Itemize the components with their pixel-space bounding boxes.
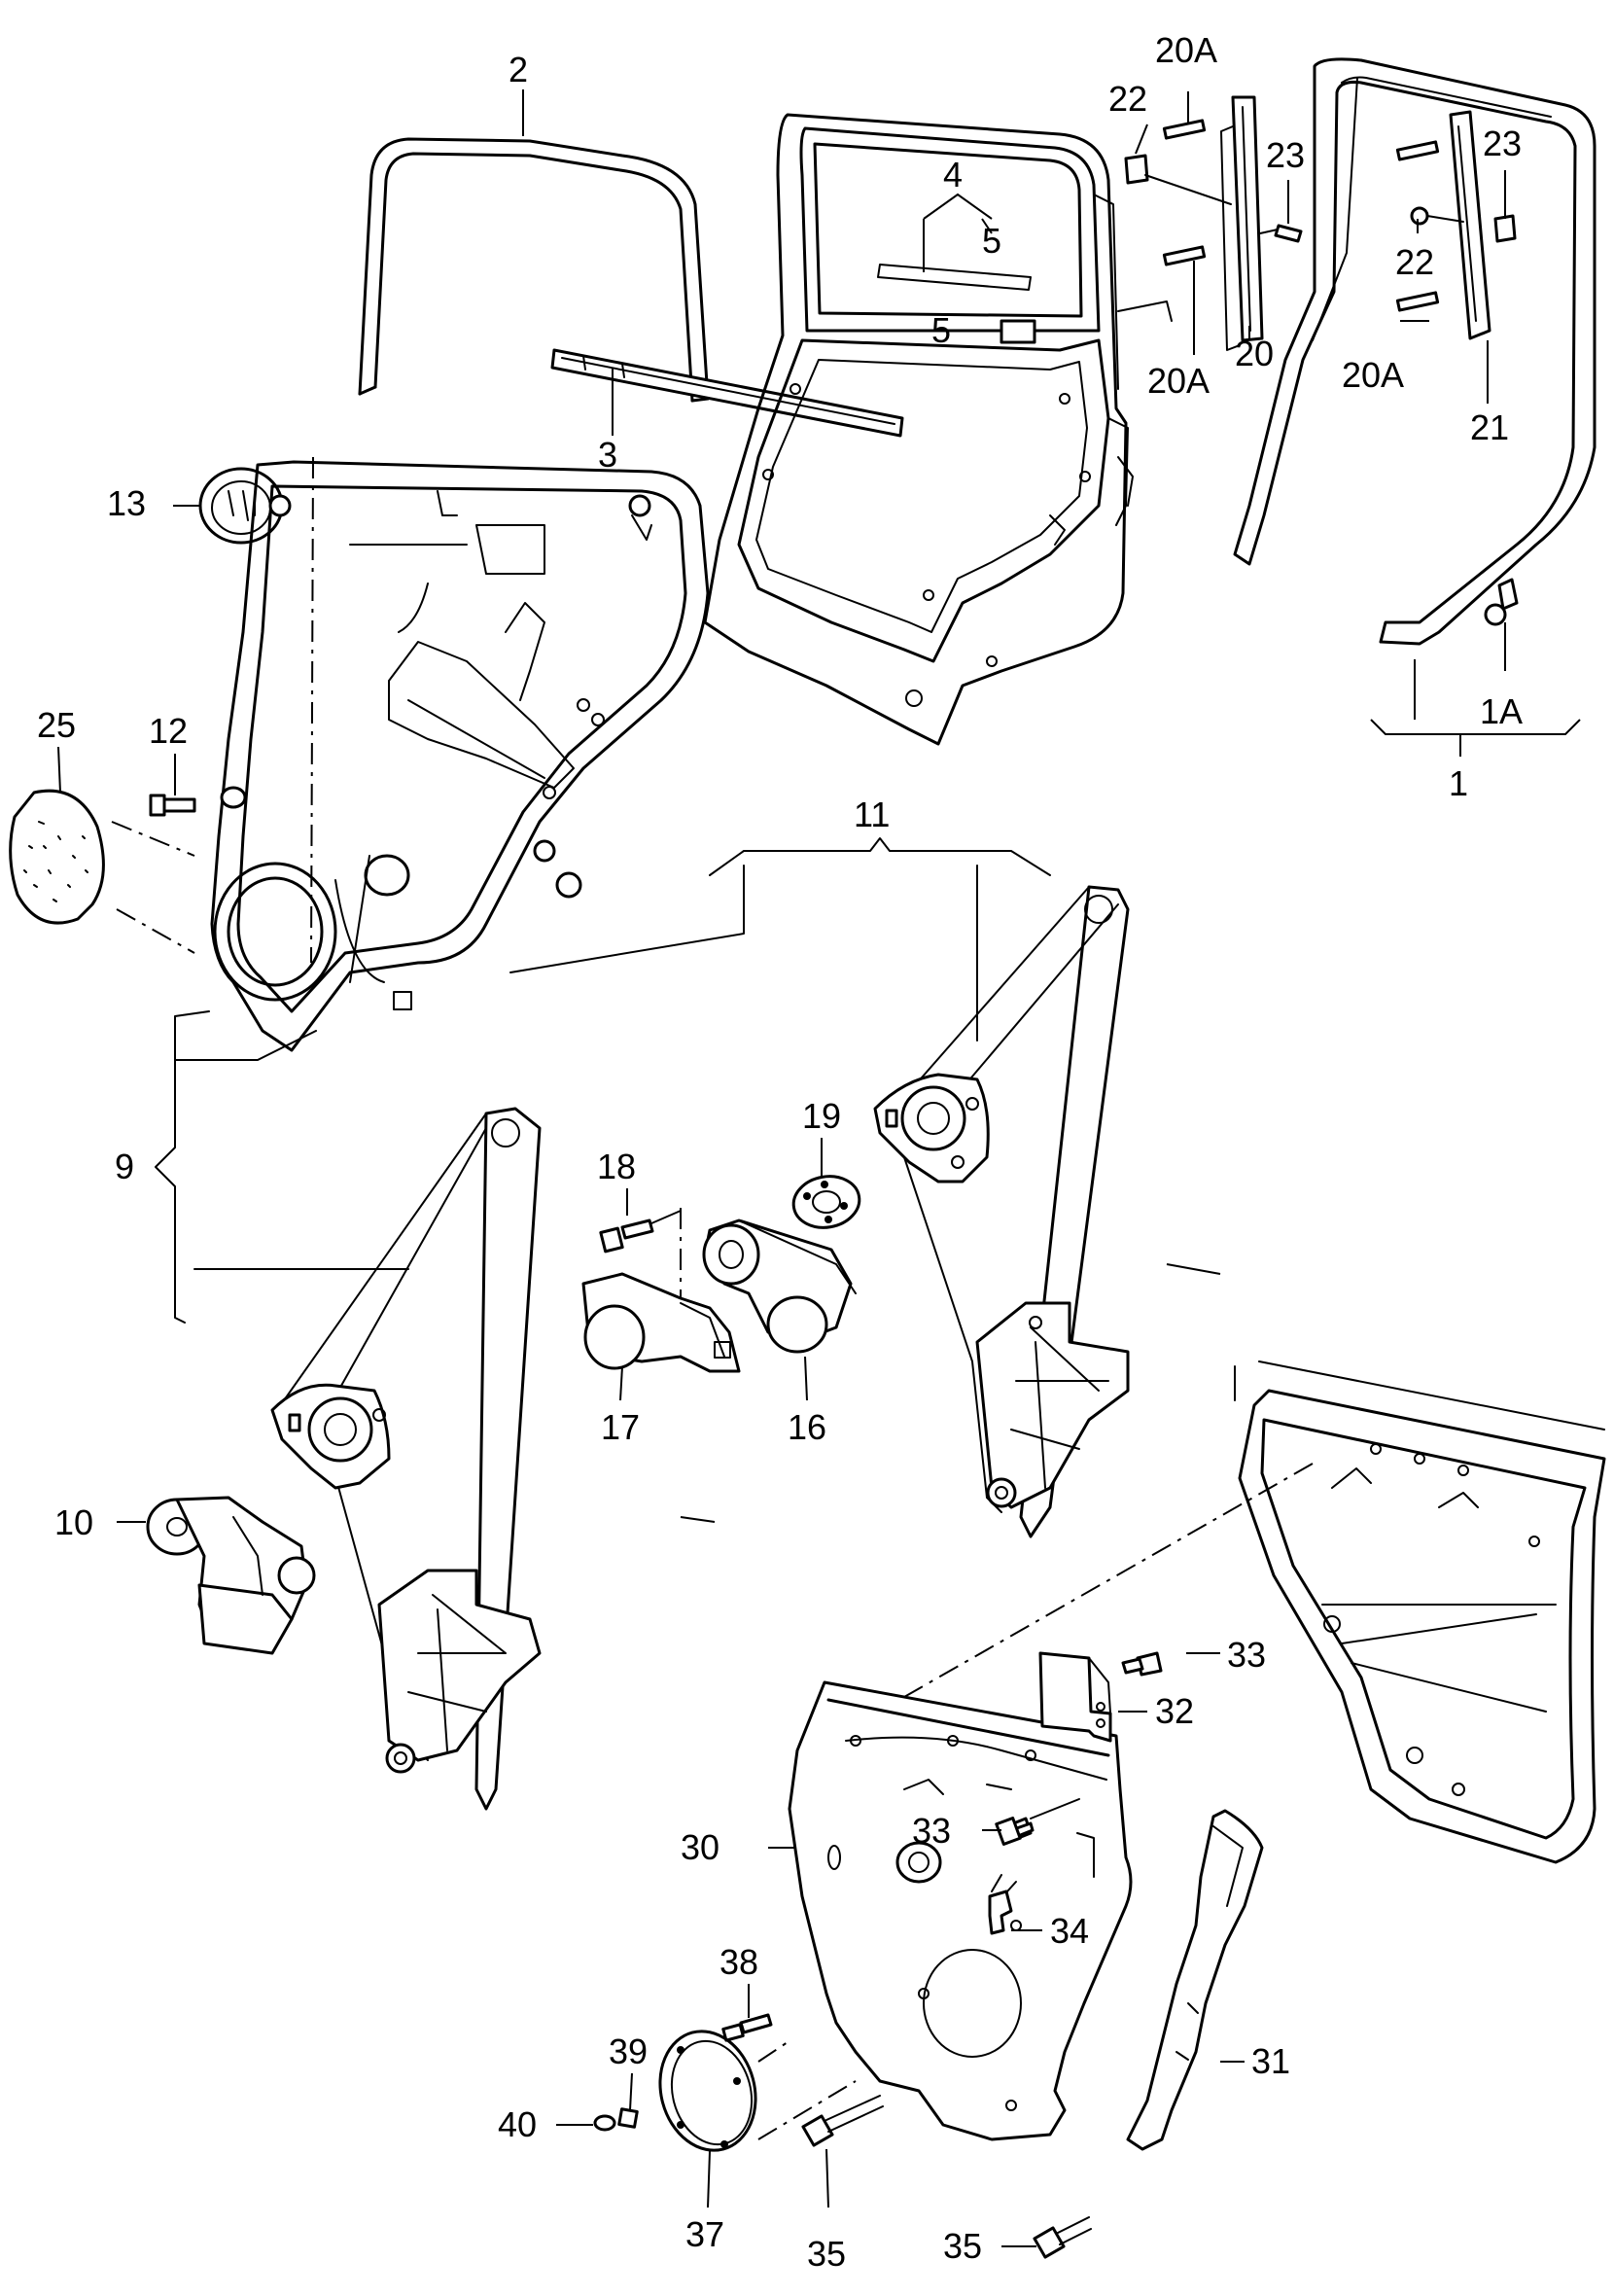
callout-22-right: 22 — [1395, 242, 1434, 282]
part-10-motor — [146, 1496, 316, 1655]
callout-18: 18 — [597, 1147, 636, 1186]
callout-34: 34 — [1050, 1911, 1089, 1951]
part-40-washer — [593, 2114, 616, 2132]
callout-23-left: 23 — [1266, 135, 1305, 175]
part-30-carrier-plate — [788, 1680, 1133, 2141]
callout-16: 16 — [788, 1407, 826, 1447]
part-1-door-seal — [1233, 57, 1596, 646]
part-34-clip — [988, 1874, 1017, 1935]
frame-mount-line — [903, 1463, 1314, 1698]
window-regulator-left — [270, 1107, 542, 1811]
callout-17: 17 — [601, 1407, 640, 1447]
part-1a-clip — [1484, 578, 1519, 626]
part-20a-pads — [1117, 119, 1440, 322]
callout-1a: 1A — [1480, 691, 1523, 731]
callout-39: 39 — [609, 2031, 648, 2071]
inner-door-frame — [1234, 1360, 1606, 1864]
part-31-side-trim — [1126, 1809, 1264, 2151]
callout-20: 20 — [1235, 334, 1274, 373]
assembly-carrier — [210, 460, 710, 1052]
callout-11: 11 — [854, 795, 890, 834]
part-13-cap — [198, 467, 284, 545]
part-18-screw — [599, 1208, 682, 1303]
callout-35-center: 35 — [807, 2234, 846, 2274]
callout-labels: 2 3 4 5 5 20A 22 23 20 20A 22 20A 21 23 … — [37, 30, 1523, 2274]
callout-23-right: 23 — [1483, 124, 1522, 163]
callout-35-right: 35 — [943, 2226, 982, 2266]
part-38-screw — [721, 2013, 773, 2042]
part-13-axis-line — [310, 456, 314, 964]
callout-5-upper: 5 — [982, 221, 1001, 261]
callout-2: 2 — [509, 50, 528, 89]
part-35-bolt-bottom — [1033, 2216, 1092, 2259]
callout-33-upper: 33 — [1227, 1635, 1266, 1675]
part-33-bolt-upper — [1121, 1651, 1163, 1677]
callout-20a-mid: 20A — [1147, 361, 1210, 401]
callout-38: 38 — [719, 1942, 758, 1982]
part-22-clip — [1124, 154, 1232, 205]
callout-20a-right: 20A — [1342, 355, 1404, 395]
part-20-guide-rail — [1220, 95, 1264, 351]
part-12-screw — [149, 786, 247, 817]
part-19-bearing — [791, 1175, 861, 1229]
callout-4: 4 — [943, 155, 963, 194]
part-16-drum-housing — [702, 1219, 857, 1354]
part-17-cable-drum — [581, 1272, 741, 1373]
part-39-nut — [617, 2107, 639, 2129]
part-33-bolt-lower — [995, 1798, 1080, 1846]
callout-30: 30 — [681, 1827, 719, 1867]
callout-5-lower: 5 — [931, 310, 951, 350]
part-3-window-strip — [550, 348, 904, 438]
callout-10: 10 — [54, 1502, 93, 1542]
leader-lines — [57, 89, 1581, 2247]
callout-37: 37 — [685, 2214, 724, 2254]
callout-13: 13 — [107, 483, 146, 523]
part-23-screw — [1259, 224, 1303, 243]
part-35-bolt-center — [801, 2095, 884, 2147]
door-body — [703, 113, 1134, 746]
callout-21: 21 — [1470, 407, 1509, 447]
callout-12: 12 — [149, 711, 188, 751]
callout-25: 25 — [37, 705, 76, 745]
bracket-11 — [509, 837, 1051, 1042]
callout-1: 1 — [1449, 763, 1468, 803]
callout-9: 9 — [115, 1147, 134, 1186]
callout-20a-top: 20A — [1155, 30, 1217, 70]
callout-32: 32 — [1155, 1691, 1194, 1731]
callout-31: 31 — [1251, 2041, 1290, 2081]
callout-19: 19 — [802, 1096, 841, 1136]
callout-40: 40 — [498, 2104, 537, 2144]
part-25-foam-pad — [9, 789, 195, 954]
callout-33-lower: 33 — [912, 1811, 951, 1851]
part-2-window-seal — [358, 137, 710, 403]
part-37-speaker-grille — [658, 2030, 857, 2152]
callout-3: 3 — [598, 435, 617, 475]
callout-22-left: 22 — [1108, 79, 1147, 119]
window-regulator-right — [873, 885, 1130, 1538]
bracket-9 — [155, 1010, 409, 1324]
part-32-bracket — [1038, 1651, 1112, 1743]
part-21-guide — [1410, 110, 1517, 340]
